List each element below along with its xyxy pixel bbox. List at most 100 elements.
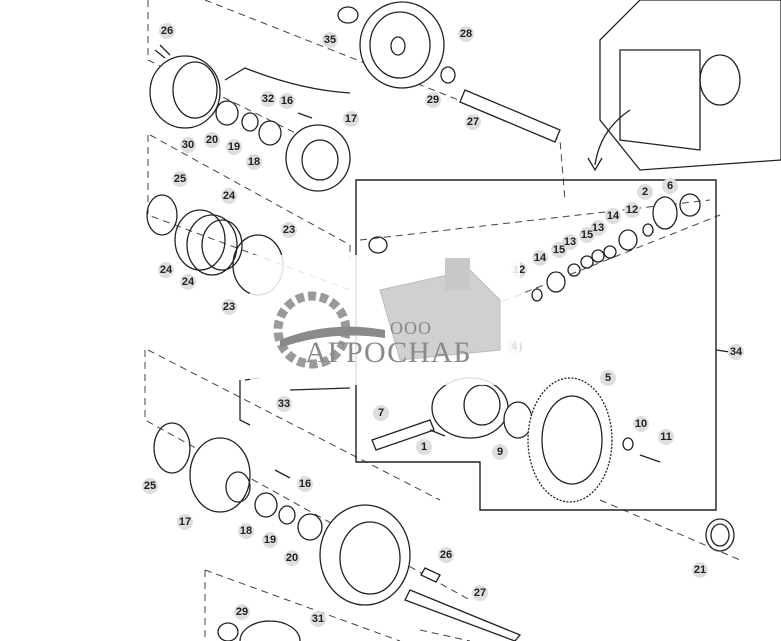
svg-text:2: 2 <box>642 186 648 198</box>
svg-text:33: 33 <box>278 398 290 410</box>
svg-text:18: 18 <box>240 525 252 537</box>
callout: 24 <box>180 274 196 290</box>
svg-text:27: 27 <box>474 587 486 599</box>
callout: 9 <box>492 444 508 460</box>
callout: 29 <box>234 604 250 620</box>
svg-text:18: 18 <box>248 156 260 168</box>
callout: 16 <box>279 93 295 109</box>
svg-text:23: 23 <box>283 224 295 236</box>
callout: 5 <box>600 370 616 386</box>
callout: 23 <box>221 299 237 315</box>
callout: 26 <box>159 23 175 39</box>
callout: 6 <box>662 178 678 194</box>
svg-text:17: 17 <box>179 516 191 528</box>
brake-assembly-30 <box>149 55 221 129</box>
axle-shaft-27 <box>459 89 561 143</box>
svg-text:13: 13 <box>564 236 576 248</box>
callout: 26 <box>438 547 454 563</box>
callout: 23 <box>281 222 297 238</box>
watermark-name: АГРОСНАБ <box>305 336 472 369</box>
callout: 29 <box>425 92 441 108</box>
callout: 14 <box>605 208 621 224</box>
bushing-35 <box>337 6 359 24</box>
svg-text:25: 25 <box>174 173 186 185</box>
watermark-prefix: ООО <box>390 318 432 338</box>
svg-text:34: 34 <box>730 346 743 358</box>
callout: 27 <box>465 114 481 130</box>
svg-text:7: 7 <box>378 407 384 419</box>
svg-text:30: 30 <box>182 139 194 151</box>
callout: 10 <box>633 416 649 432</box>
svg-text:12: 12 <box>626 204 638 216</box>
callout: 7 <box>373 405 389 421</box>
callout: 25 <box>172 171 188 187</box>
callout: 19 <box>262 532 278 548</box>
svg-text:5: 5 <box>605 372 611 384</box>
svg-text:24: 24 <box>160 264 173 276</box>
callout: 15 <box>579 227 595 243</box>
svg-text:16: 16 <box>299 478 311 490</box>
hub-17-bottom <box>189 437 251 513</box>
callout: 12 <box>624 202 640 218</box>
svg-text:23: 23 <box>223 301 235 313</box>
brake-assembly-31 <box>319 504 411 606</box>
svg-text:28: 28 <box>460 28 472 40</box>
callout: 2 <box>637 184 653 200</box>
ring-gear-5 <box>527 377 613 503</box>
svg-text:25: 25 <box>144 480 156 492</box>
callout: 19 <box>226 139 242 155</box>
svg-text:14: 14 <box>607 210 620 222</box>
callout: 31 <box>310 611 326 627</box>
svg-text:26: 26 <box>440 549 452 561</box>
callout: 17 <box>343 111 359 127</box>
callout: 13 <box>562 234 578 250</box>
axle-shaft-27-bottom <box>404 589 522 641</box>
svg-text:14: 14 <box>534 252 547 264</box>
svg-text:20: 20 <box>206 134 218 146</box>
svg-text:20: 20 <box>286 552 298 564</box>
svg-text:24: 24 <box>182 276 195 288</box>
callout: 33 <box>276 396 292 412</box>
callout: 27 <box>472 585 488 601</box>
svg-text:29: 29 <box>427 94 439 106</box>
callout: 11 <box>658 429 674 445</box>
transmission-housing <box>587 0 781 172</box>
svg-text:35: 35 <box>324 34 336 46</box>
callout: 34 <box>728 344 744 360</box>
svg-text:16: 16 <box>281 95 293 107</box>
svg-text:32: 32 <box>262 93 274 105</box>
callout: 18 <box>246 154 262 170</box>
callout: 24 <box>221 188 237 204</box>
callout: 15 <box>551 242 567 258</box>
subassembly-frame <box>355 179 717 511</box>
callout: 32 <box>260 91 276 107</box>
svg-text:19: 19 <box>228 141 240 153</box>
callout: 16 <box>297 476 313 492</box>
callout: 24 <box>158 262 174 278</box>
svg-text:19: 19 <box>264 534 276 546</box>
svg-text:13: 13 <box>592 222 604 234</box>
callout: 25 <box>142 478 158 494</box>
svg-text:17: 17 <box>345 113 357 125</box>
callout: 1 <box>416 439 432 455</box>
callout: 14 <box>532 250 548 266</box>
svg-text:26: 26 <box>161 25 173 37</box>
svg-text:27: 27 <box>467 116 479 128</box>
svg-text:10: 10 <box>635 418 647 430</box>
hub-17-top <box>285 124 351 192</box>
svg-text:29: 29 <box>236 606 248 618</box>
svg-text:6: 6 <box>667 180 673 192</box>
callout: 21 <box>692 562 708 578</box>
svg-text:15: 15 <box>581 229 593 241</box>
callout: 17 <box>177 514 193 530</box>
callout: 28 <box>458 26 474 42</box>
callout: 30 <box>180 137 196 153</box>
callout: 35 <box>322 32 338 48</box>
svg-text:11: 11 <box>660 431 672 443</box>
svg-text:1: 1 <box>421 441 427 453</box>
callout: 18 <box>238 523 254 539</box>
svg-text:24: 24 <box>223 190 236 202</box>
callout: 20 <box>204 132 220 148</box>
